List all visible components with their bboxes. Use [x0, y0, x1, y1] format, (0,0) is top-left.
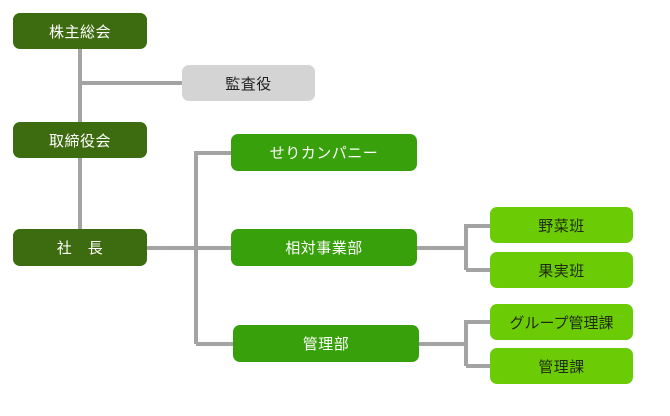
node-label: 相対事業部 [285, 239, 363, 257]
node-label: せりカンパニー [269, 144, 379, 162]
node-auditor: 監査役 [182, 65, 315, 101]
node-label: 取締役会 [48, 131, 111, 150]
node-group-management-section: グループ管理課 [490, 304, 633, 340]
node-shareholders: 株主総会 [13, 13, 147, 49]
node-label: 管理課 [538, 357, 585, 376]
node-fruit-team: 果実班 [490, 252, 633, 288]
node-board: 取締役会 [13, 122, 147, 158]
node-label: 株主総会 [48, 22, 111, 41]
node-label: グループ管理課 [509, 313, 614, 332]
node-label: 監査役 [225, 74, 272, 93]
node-label: 社 長 [56, 239, 104, 257]
node-management-dept: 管理部 [233, 325, 419, 362]
node-label: 管理部 [302, 335, 350, 353]
node-vegetable-team: 野菜班 [490, 207, 633, 243]
node-seri-company: せりカンパニー [231, 134, 417, 171]
node-management-section: 管理課 [490, 348, 633, 384]
node-consignment-dept: 相対事業部 [231, 229, 417, 266]
node-president: 社 長 [13, 229, 147, 266]
node-label: 果実班 [538, 261, 585, 280]
node-label: 野菜班 [538, 216, 585, 235]
